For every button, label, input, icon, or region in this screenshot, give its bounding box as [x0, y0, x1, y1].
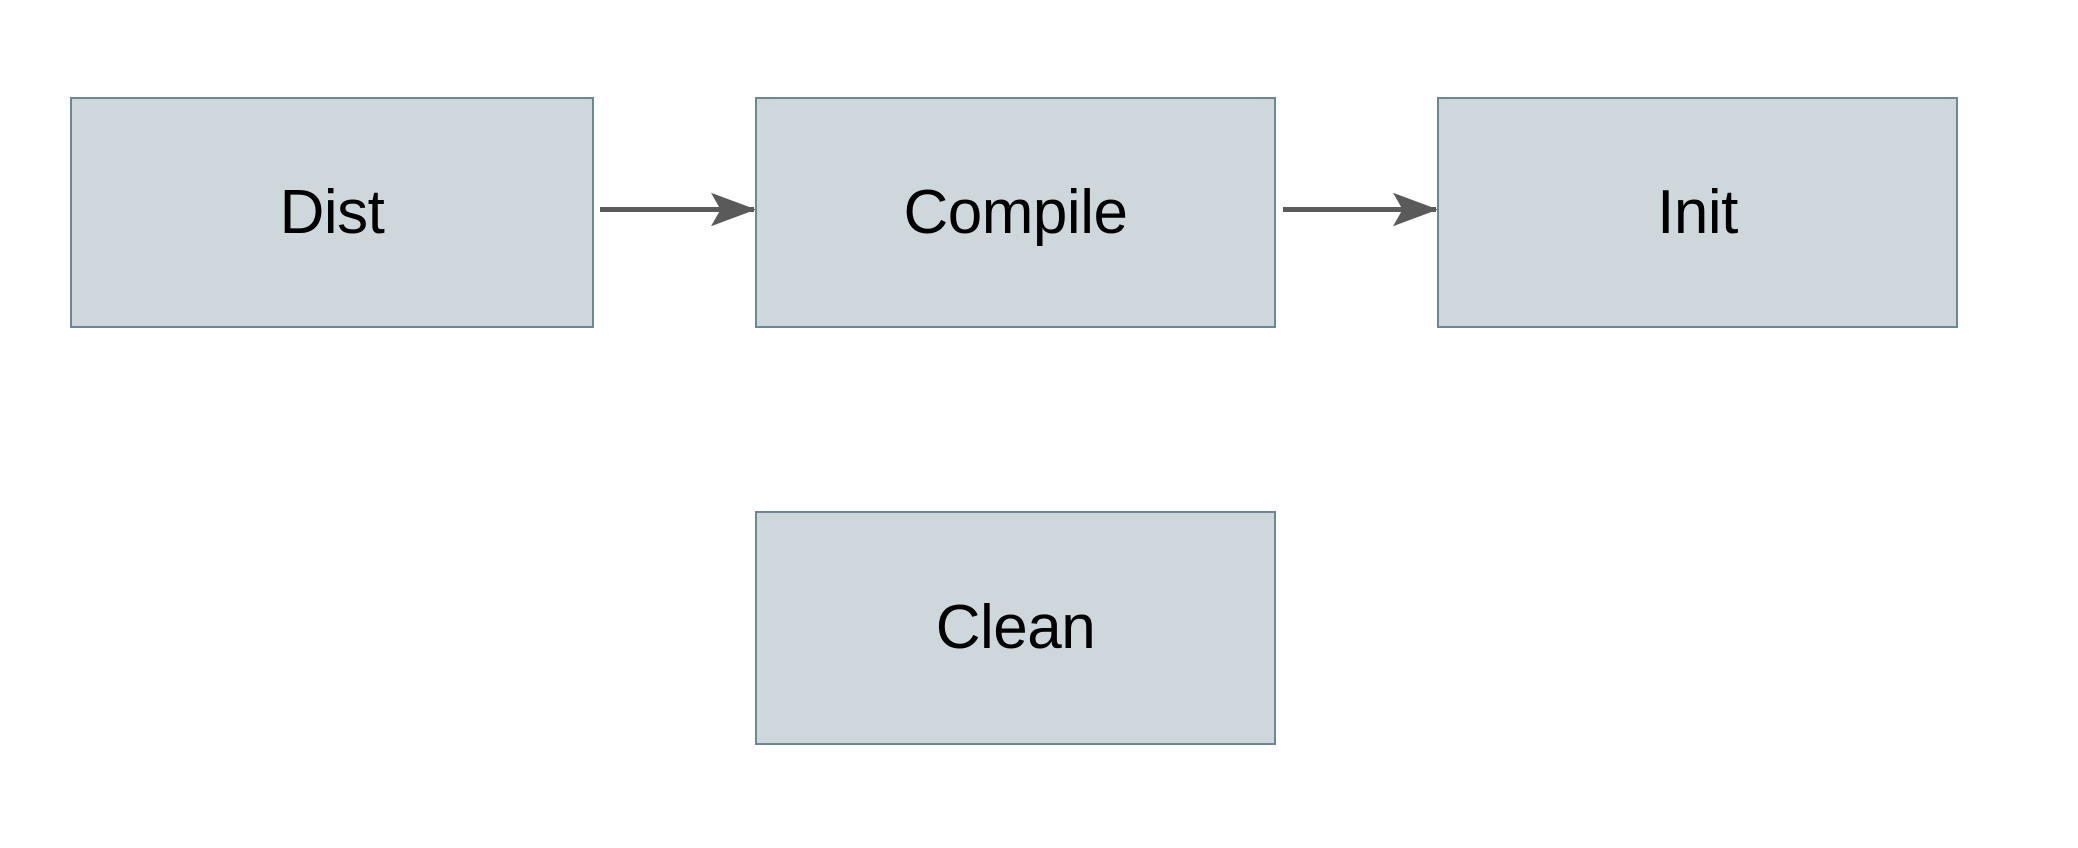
node-dist-label: Dist	[279, 177, 385, 247]
node-clean-label: Clean	[935, 593, 1096, 662]
node-compile[interactable]: Compile	[755, 97, 1276, 328]
node-dist[interactable]: Dist	[70, 97, 594, 328]
node-clean[interactable]: Clean	[755, 511, 1276, 745]
node-init-label: Init	[1657, 177, 1738, 247]
node-compile-label: Compile	[903, 177, 1128, 247]
node-init[interactable]: Init	[1437, 97, 1958, 328]
